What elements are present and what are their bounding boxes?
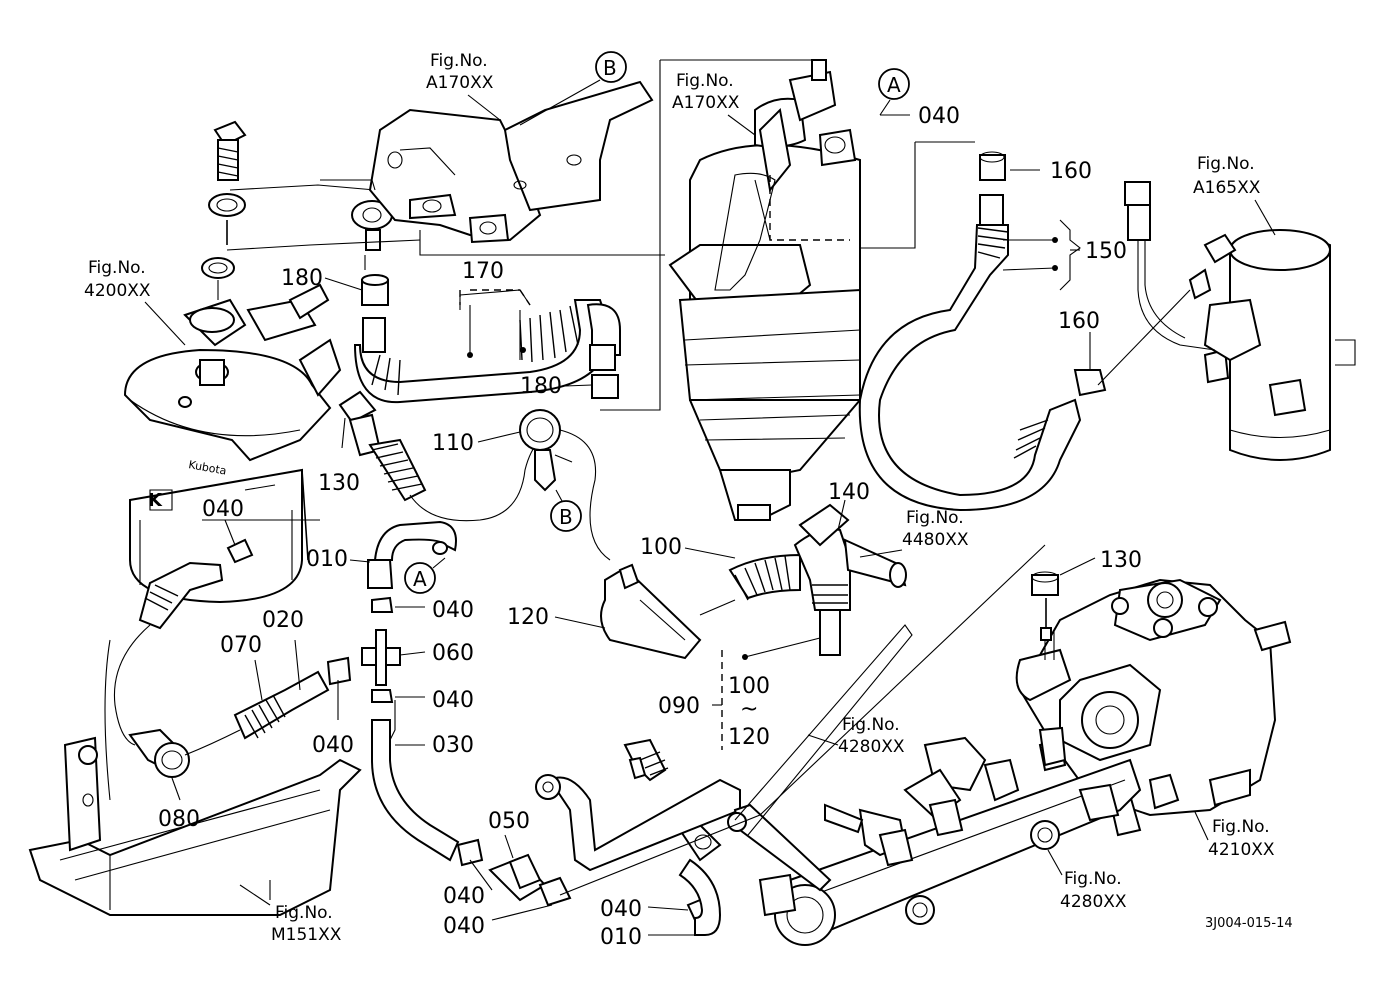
callout-040-top: 040: [918, 104, 960, 129]
injection-pump-assembly: [1015, 571, 1292, 837]
svg-text:Fig.No.: Fig.No.: [275, 903, 333, 923]
callout-040-bottom-a: 040: [443, 884, 485, 909]
svg-text:Fig.No.: Fig.No.: [842, 715, 900, 735]
callout-030: 030: [432, 733, 474, 758]
fig-ref-4210: Fig.No. 4210XX: [1194, 811, 1275, 860]
callout-070: 070: [220, 633, 262, 658]
callout-140: 140: [828, 480, 870, 505]
svg-text:4200XX: 4200XX: [84, 281, 151, 301]
svg-text:A165XX: A165XX: [1193, 178, 1261, 198]
svg-text:Fig.No.: Fig.No.: [906, 508, 964, 528]
svg-text:Fig.No.: Fig.No.: [1197, 154, 1255, 174]
return-hose-assembly: [338, 390, 907, 660]
callout-060: 060: [432, 641, 474, 666]
svg-text:Fig.No.: Fig.No.: [1064, 869, 1122, 889]
callout-110: 110: [432, 431, 474, 456]
svg-text:A: A: [413, 567, 427, 591]
svg-text:K: K: [148, 490, 163, 511]
fig-ref-4480: Fig.No. 4480XX: [859, 508, 969, 558]
callout-040-mid: 040: [312, 733, 354, 758]
callout-040-bottom-b: 040: [443, 914, 485, 939]
svg-text:B: B: [603, 56, 617, 80]
callout-040-tee-upper: 040: [432, 598, 474, 623]
callout-180-lower: 180: [520, 374, 562, 399]
callout-150: 150: [1085, 239, 1127, 264]
fuel-return-line-assembly: [456, 823, 722, 936]
callout-010-upper: 010: [306, 547, 348, 572]
fig-ref-a170-left: Fig.No. A170XX: [426, 51, 501, 121]
injection-pipe: [535, 738, 832, 892]
hose-150-assembly: [858, 141, 1107, 512]
callout-120-range-end: 120: [728, 725, 770, 750]
callout-120: 120: [507, 605, 549, 630]
callout-100-range-start: 100: [728, 674, 770, 699]
svg-text:Fig.No.: Fig.No.: [676, 71, 734, 91]
svg-text:4210XX: 4210XX: [1208, 840, 1275, 860]
fig-ref-4200: Fig.No. 4200XX: [84, 258, 186, 346]
marker-a-top: A: [878, 68, 910, 100]
water-separator: [600, 59, 861, 521]
callout-010-lower: 010: [600, 925, 642, 950]
hose-170-assembly: [353, 274, 621, 404]
fig-ref-4280-center: Fig.No. 4280XX: [807, 715, 905, 757]
svg-text:4480XX: 4480XX: [902, 530, 969, 550]
svg-text:A170XX: A170XX: [426, 73, 494, 93]
view-markers: B A B A: [404, 51, 910, 594]
callout-040-bottom-c: 040: [600, 897, 642, 922]
callout-range-tilde: ~: [740, 697, 758, 722]
svg-text:4280XX: 4280XX: [1060, 892, 1127, 912]
filter-mount-hardware: [201, 120, 421, 300]
callout-180-upper: 180: [281, 266, 323, 291]
callout-leaders: [171, 99, 1096, 936]
sensor-assembly: [1097, 181, 1356, 461]
callout-100: 100: [640, 535, 682, 560]
svg-text:A170XX: A170XX: [672, 93, 740, 113]
callout-labels: 180 170 180 110 130 040 010 040 060 040 …: [158, 104, 1142, 950]
callout-040-tee-lower: 040: [432, 688, 474, 713]
fig-ref-a165: Fig.No. A165XX: [1193, 154, 1276, 236]
svg-text:4280XX: 4280XX: [838, 737, 905, 757]
callout-130-left: 130: [318, 471, 360, 496]
common-rail-assembly: [758, 726, 1142, 946]
figure-id: 3J004-015-14: [1205, 916, 1293, 931]
callout-130-right: 130: [1100, 548, 1142, 573]
fuel-line-assembly: [113, 520, 460, 862]
callout-050: 050: [488, 809, 530, 834]
filter-brand-label: Kubota: [187, 458, 227, 477]
svg-text:Fig.No.: Fig.No.: [88, 258, 146, 278]
marker-b-mid: B: [550, 489, 582, 532]
fig-ref-m151: Fig.No. M151XX: [239, 884, 342, 945]
svg-text:M151XX: M151XX: [271, 925, 342, 945]
marker-a-mid: A: [404, 557, 446, 594]
fig-ref-a170-right: Fig.No. A170XX: [672, 71, 756, 136]
svg-text:B: B: [559, 505, 573, 529]
frame-member: [28, 639, 362, 916]
svg-text:Fig.No.: Fig.No.: [430, 51, 488, 71]
mounting-bracket: [368, 80, 665, 256]
callout-040-filter: 040: [202, 497, 244, 522]
svg-text:Fig.No.: Fig.No.: [1212, 817, 1270, 837]
fuel-filter-assembly: K Kubota: [123, 283, 342, 604]
callout-160-lower: 160: [1058, 309, 1100, 334]
callout-090: 090: [658, 694, 700, 719]
fig-ref-4280-bottom: Fig.No. 4280XX: [1047, 849, 1127, 912]
marker-b-top: B: [595, 51, 627, 83]
callout-160-upper: 160: [1050, 159, 1092, 184]
callout-080: 080: [158, 807, 200, 832]
leader-lines: [320, 179, 1046, 896]
callout-170: 170: [462, 259, 504, 284]
callout-020: 020: [262, 608, 304, 633]
figure-references: Fig.No. A170XX Fig.No. A170XX Fig.No. A1…: [84, 51, 1276, 945]
svg-text:A: A: [887, 73, 901, 97]
